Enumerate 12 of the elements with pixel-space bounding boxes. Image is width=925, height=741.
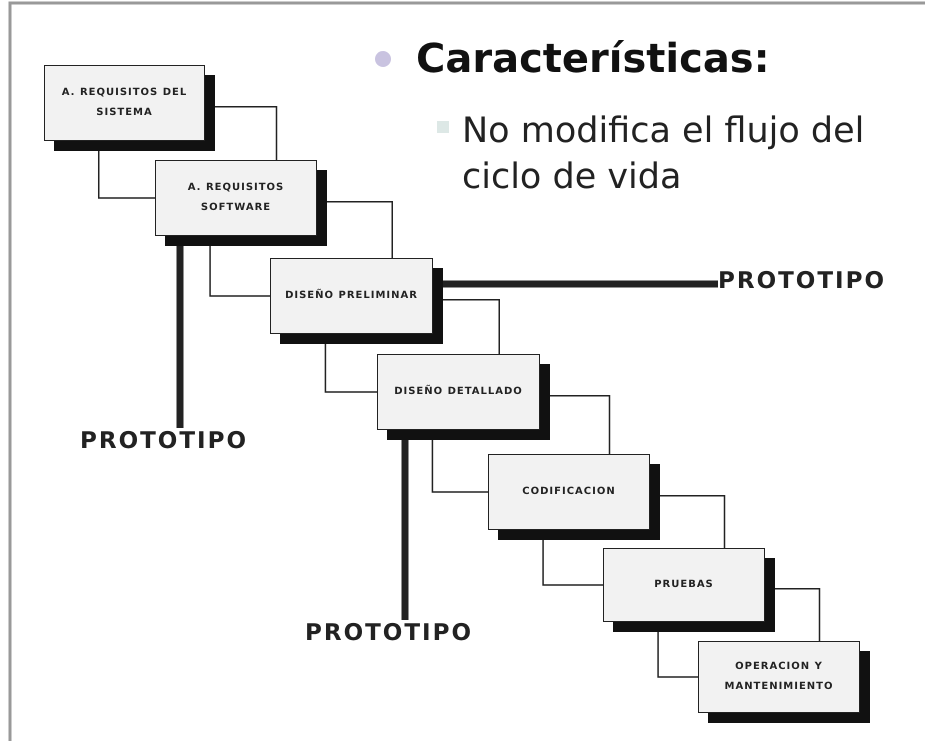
phase-name: DISEÑO PRELIMINAR [285, 288, 418, 303]
phase-name: PRUEBAS [654, 578, 714, 592]
phase-name: A. REQUISITOS SOFTWARE [186, 181, 286, 215]
prototype-label: PROTOTIPO [305, 620, 474, 646]
phase-name: DISEÑO DETALLADO [394, 384, 523, 399]
bullet-text: No modifica el flujo del ciclo de vida [462, 110, 866, 199]
prototype-label: PROTOTIPO [80, 428, 248, 454]
prototype-label: PROTOTIPO [718, 268, 886, 294]
phase-name: OPERACION Y MANTENIMIENTO [724, 660, 834, 694]
heading: Características: [416, 36, 770, 82]
phase-name: A. REQUISITOS DEL SISTEMA [60, 86, 188, 120]
phase-name: CODIFICACION [522, 485, 616, 499]
